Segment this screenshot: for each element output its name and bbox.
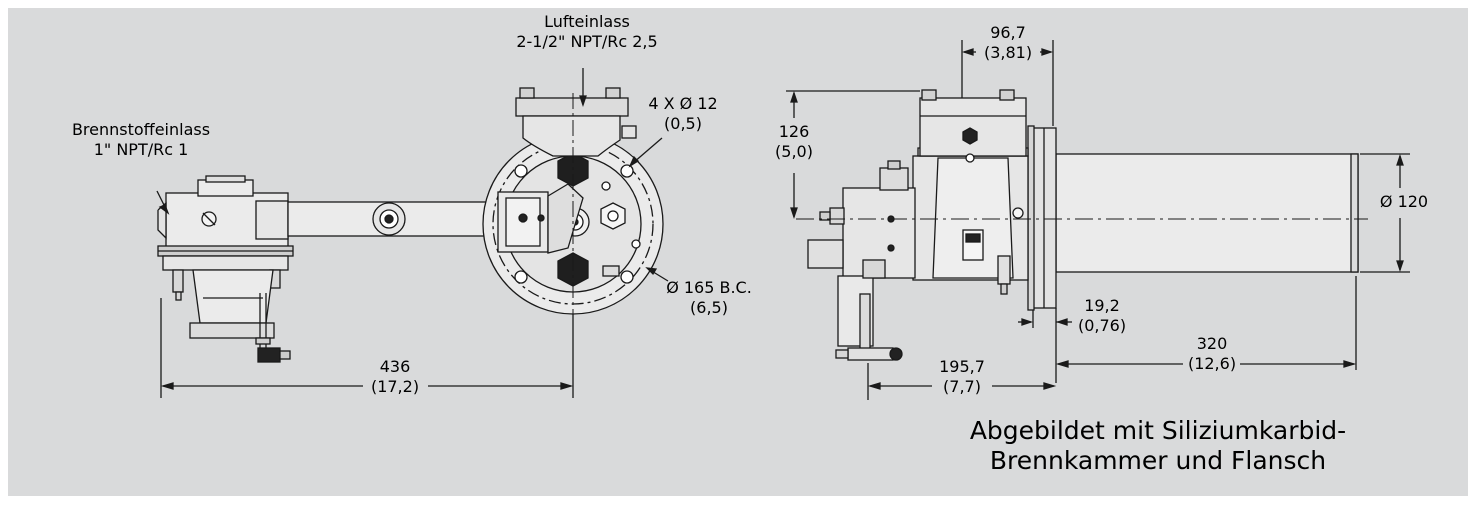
dimension-320-inch-label: (12,6): [1187, 354, 1237, 373]
fuel-inlet-label: Brennstoffeinlass: [71, 120, 211, 139]
dimension-19-2: [1018, 310, 1072, 328]
dimension-195-7: [867, 363, 1057, 400]
dimension-19-2-inch-label: (0,76): [1077, 316, 1127, 335]
fuel-assembly-side: [807, 160, 916, 361]
dimension-195-7-inch-label: (7,7): [943, 377, 981, 396]
air-housing-side: [919, 89, 1027, 163]
bolt-circle-label: Ø 165 B.C.: [666, 278, 752, 297]
diameter-120-label: Ø 120: [1379, 192, 1429, 211]
dimension-195-7-label: 195,7: [939, 357, 985, 376]
dimension-320: [1055, 276, 1357, 383]
dimension-126-inch-label: (5,0): [775, 142, 813, 161]
dimension-96-7-inch-label: (3,81): [983, 43, 1033, 62]
holes-inch-label: (0,5): [664, 114, 702, 133]
dimension-436-inch-label: (17,2): [370, 377, 420, 396]
air-inlet-label: Lufteinlass: [544, 12, 630, 31]
air-inlet-thread-label: 2-1/2" NPT/Rc 2,5: [516, 32, 658, 51]
caption-line-2: Brennkammer und Flansch: [989, 446, 1327, 475]
dimension-320-label: 320: [1196, 334, 1228, 353]
dimension-126-label: 126: [778, 122, 810, 141]
caption-line-1: Abgebildet mit Siliziumkarbid-: [969, 416, 1347, 445]
dimension-19-2-label: 19,2: [1084, 296, 1120, 315]
dimension-96-7-label: 96,7: [990, 23, 1026, 42]
fuel-pipe: [287, 201, 499, 237]
combustor-tube: [1055, 153, 1359, 273]
air-inlet-housing: [515, 87, 637, 157]
fuel-regulator: [157, 175, 294, 363]
dimension-436-label: 436: [379, 357, 411, 376]
holes-label: 4 X Ø 12: [648, 94, 718, 113]
burner-body: [912, 147, 1029, 295]
bolt-circle-inch-label: (6,5): [690, 298, 728, 317]
dimension-dia-120: [1360, 153, 1410, 273]
dimension-436: [160, 298, 574, 398]
technical-drawing: [156, 40, 1410, 400]
dimension-96-7: [961, 40, 1054, 126]
fuel-inlet-thread-label: 1" NPT/Rc 1: [93, 140, 189, 159]
drawing-panel: Lufteinlass 2-1/2" NPT/Rc 2,5 Brennstoff…: [8, 8, 1468, 496]
mounting-flange: [1027, 125, 1057, 311]
dimension-126: [786, 90, 920, 220]
